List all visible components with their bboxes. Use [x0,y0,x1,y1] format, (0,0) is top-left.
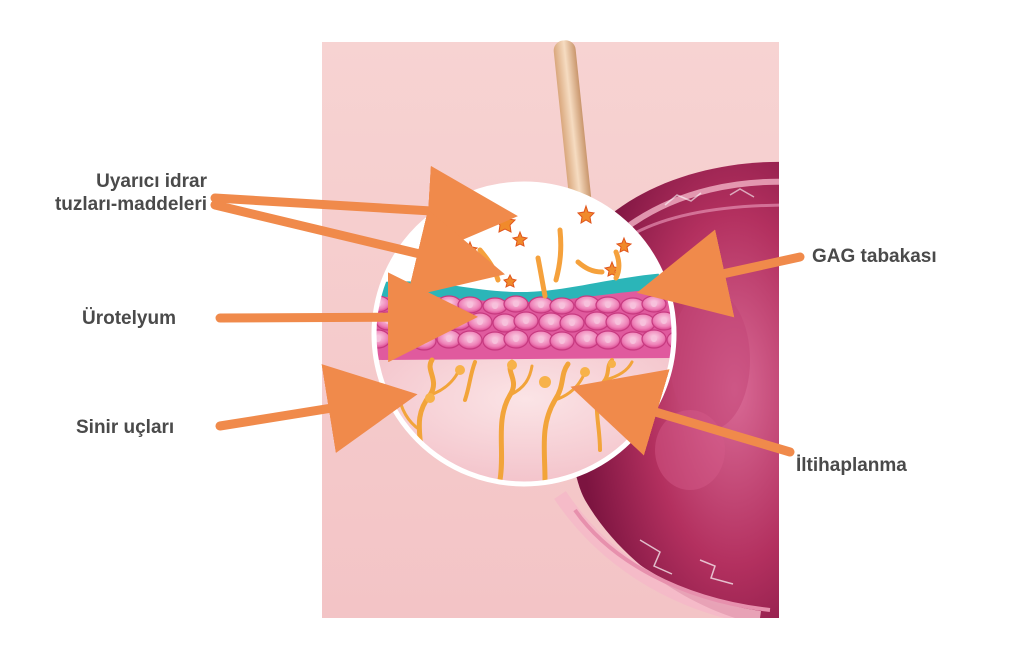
cell-nucleus [630,338,636,344]
cell-nucleus [513,301,519,307]
cell-nucleus [446,336,452,342]
cell-nucleus [615,319,621,325]
cell-nucleus [538,302,544,308]
label-irritant-line1: Uyarıcı idrar [96,171,207,192]
cell-nucleus [421,338,427,344]
label-nerve-endings: Sinir uçları [76,417,175,438]
cell-nucleus [421,303,427,309]
cell-nucleus [513,336,519,342]
label-inflammation: İltihaplanma [796,455,907,476]
arrow-nerve [215,364,418,453]
cell-nucleus [651,336,657,342]
cell-nucleus [651,301,657,307]
cell-nucleus [492,303,498,309]
cell-nucleus [548,319,554,325]
pointer-arrows [210,165,805,457]
cell-nucleus [661,318,667,324]
label-gag-layer: GAG tabakası [812,246,937,267]
label-urothelium: Ürotelyum [82,308,176,329]
arrow-gag [636,229,805,318]
cell-nucleus [467,337,473,343]
cell-nucleus [477,319,483,325]
cell-nucleus [594,318,600,324]
arrow-stimuli-2 [210,200,506,298]
cell-nucleus [630,303,636,309]
arrow-inflammation [570,369,795,457]
label-irritant-urine-salts: Uyarıcı idrar tuzları-maddeleri [30,170,207,216]
cell-nucleus [446,301,452,307]
cell-nucleus [400,337,406,343]
cell-nucleus [559,338,565,344]
cell-nucleus [584,336,590,342]
cell-nucleus [605,337,611,343]
cell-nucleus [605,302,611,308]
arrow-urothelium [215,272,478,363]
cell-nucleus [456,318,462,324]
cell-nucleus [467,302,473,308]
cell-nucleus [400,302,406,308]
cell-nucleus [492,338,498,344]
cell-nucleus [538,337,544,343]
urothelium-cell [666,330,672,350]
label-irritant-line2: tuzları-maddeleri [54,194,207,215]
cell-nucleus [523,318,529,324]
catheter [553,40,592,210]
cell-nucleus [559,303,565,309]
cell-nucleus [569,320,575,326]
cell-nucleus [640,320,646,326]
cell-nucleus [502,320,508,326]
cell-nucleus [584,301,590,307]
